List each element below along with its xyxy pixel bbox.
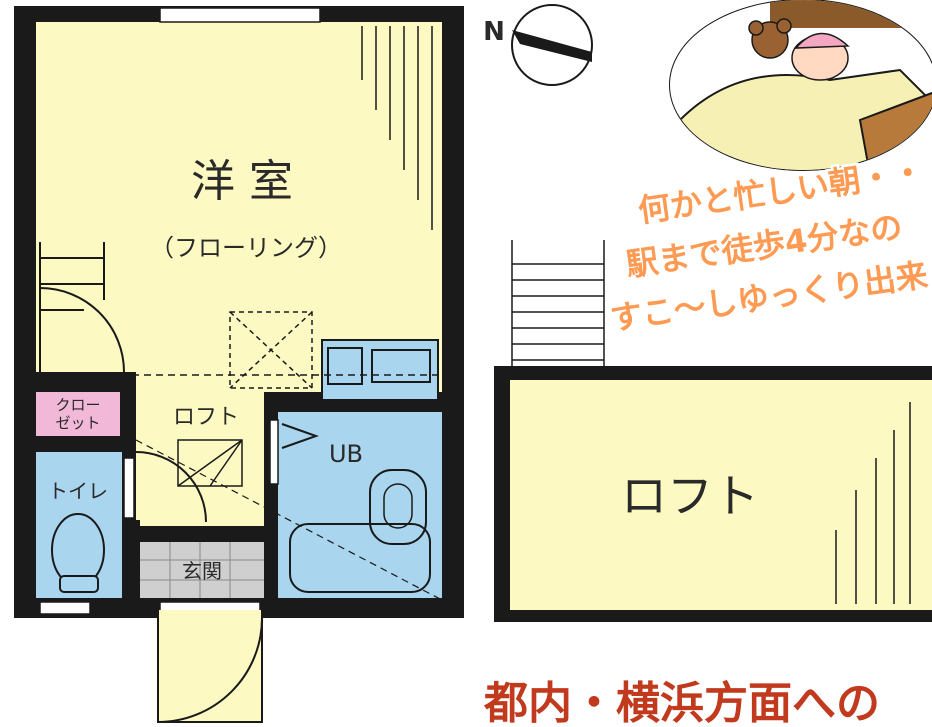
main-room-subtitle: （フローリング） <box>150 234 342 262</box>
wash-basin-icon <box>369 469 427 545</box>
loft-floor <box>510 380 932 610</box>
loft-ladder <box>511 240 605 370</box>
closet-label-line2: ゼット <box>55 414 100 432</box>
loft-hatch-label: ロフト <box>173 405 239 430</box>
closet-door-swing <box>39 287 125 373</box>
entrance-area <box>140 542 264 598</box>
bathroom-area <box>278 412 442 598</box>
toilet-icon <box>51 513 105 593</box>
bathroom-label: UB <box>329 440 363 468</box>
main-room-label: 洋 室 <box>191 156 293 207</box>
front-door <box>157 610 263 723</box>
toilet-door-swing <box>135 451 207 523</box>
closet-area <box>36 392 120 436</box>
loft-label: ロフト <box>621 469 759 523</box>
bathtub-icon <box>289 523 431 593</box>
compass-icon: N <box>483 4 593 86</box>
sink-icon <box>327 347 363 385</box>
toilet-label: トイレ <box>48 479 108 503</box>
unit-plan: 洋 室 （フローリング） クロー ゼット ロフト UB トイレ 玄関 <box>14 6 464 723</box>
closet-label-line1: クロー <box>55 396 100 414</box>
loft-ladder-icon <box>177 439 243 487</box>
entrance-label: 玄関 <box>182 559 222 583</box>
sleeping-child-illustration <box>669 0 932 171</box>
promo-headline: 都内・横浜方面への <box>483 678 880 727</box>
loft-plan: ロフト <box>494 240 932 622</box>
compass-north-label: N <box>483 17 505 47</box>
stove-icon <box>371 349 431 383</box>
stairs-icon <box>39 242 105 372</box>
main-room-floor <box>36 22 442 392</box>
